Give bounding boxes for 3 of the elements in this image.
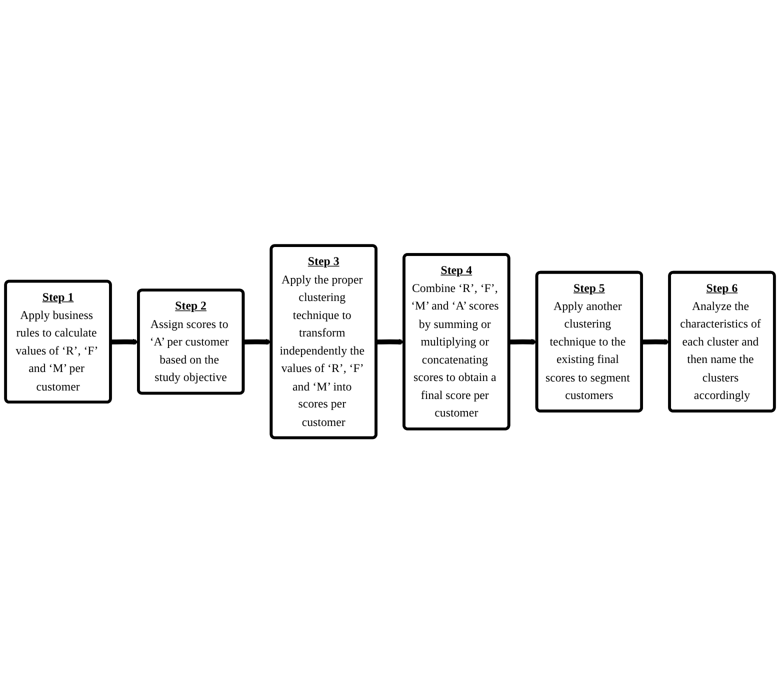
arrow <box>508 338 538 345</box>
arrow <box>243 338 272 345</box>
arrow <box>642 338 670 345</box>
